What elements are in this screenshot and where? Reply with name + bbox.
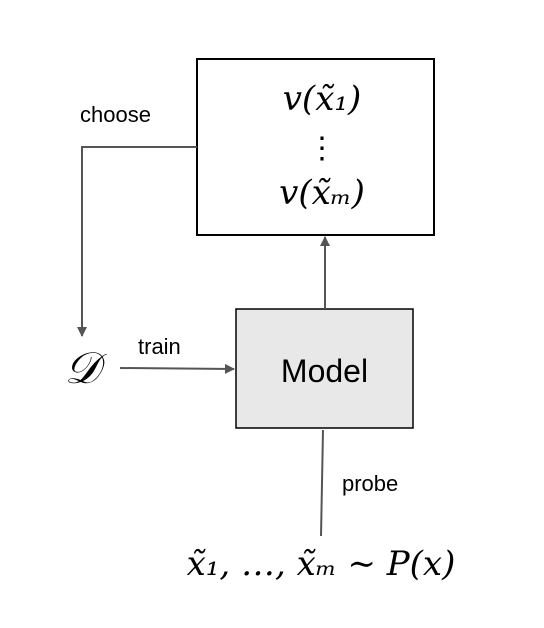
samples-formula: x̃₁, …, x̃ₘ ∼ P(x) (187, 544, 456, 584)
output-value-first: v(x̃₁) (283, 79, 362, 119)
output-values-box (196, 58, 435, 236)
output-value-last: v(x̃ₘ) (279, 173, 365, 213)
probe-line (320, 429, 324, 537)
train-label: train (138, 334, 181, 359)
probe-label: probe (342, 471, 398, 496)
choose-label: choose (80, 102, 151, 127)
model-box (235, 308, 414, 429)
train-arrow (119, 363, 235, 374)
output-ellipsis: ⋮ (307, 131, 337, 166)
model-label: Model (281, 353, 368, 389)
choose-arrow (77, 146, 197, 337)
dataset-symbol: 𝒟 (64, 343, 107, 394)
